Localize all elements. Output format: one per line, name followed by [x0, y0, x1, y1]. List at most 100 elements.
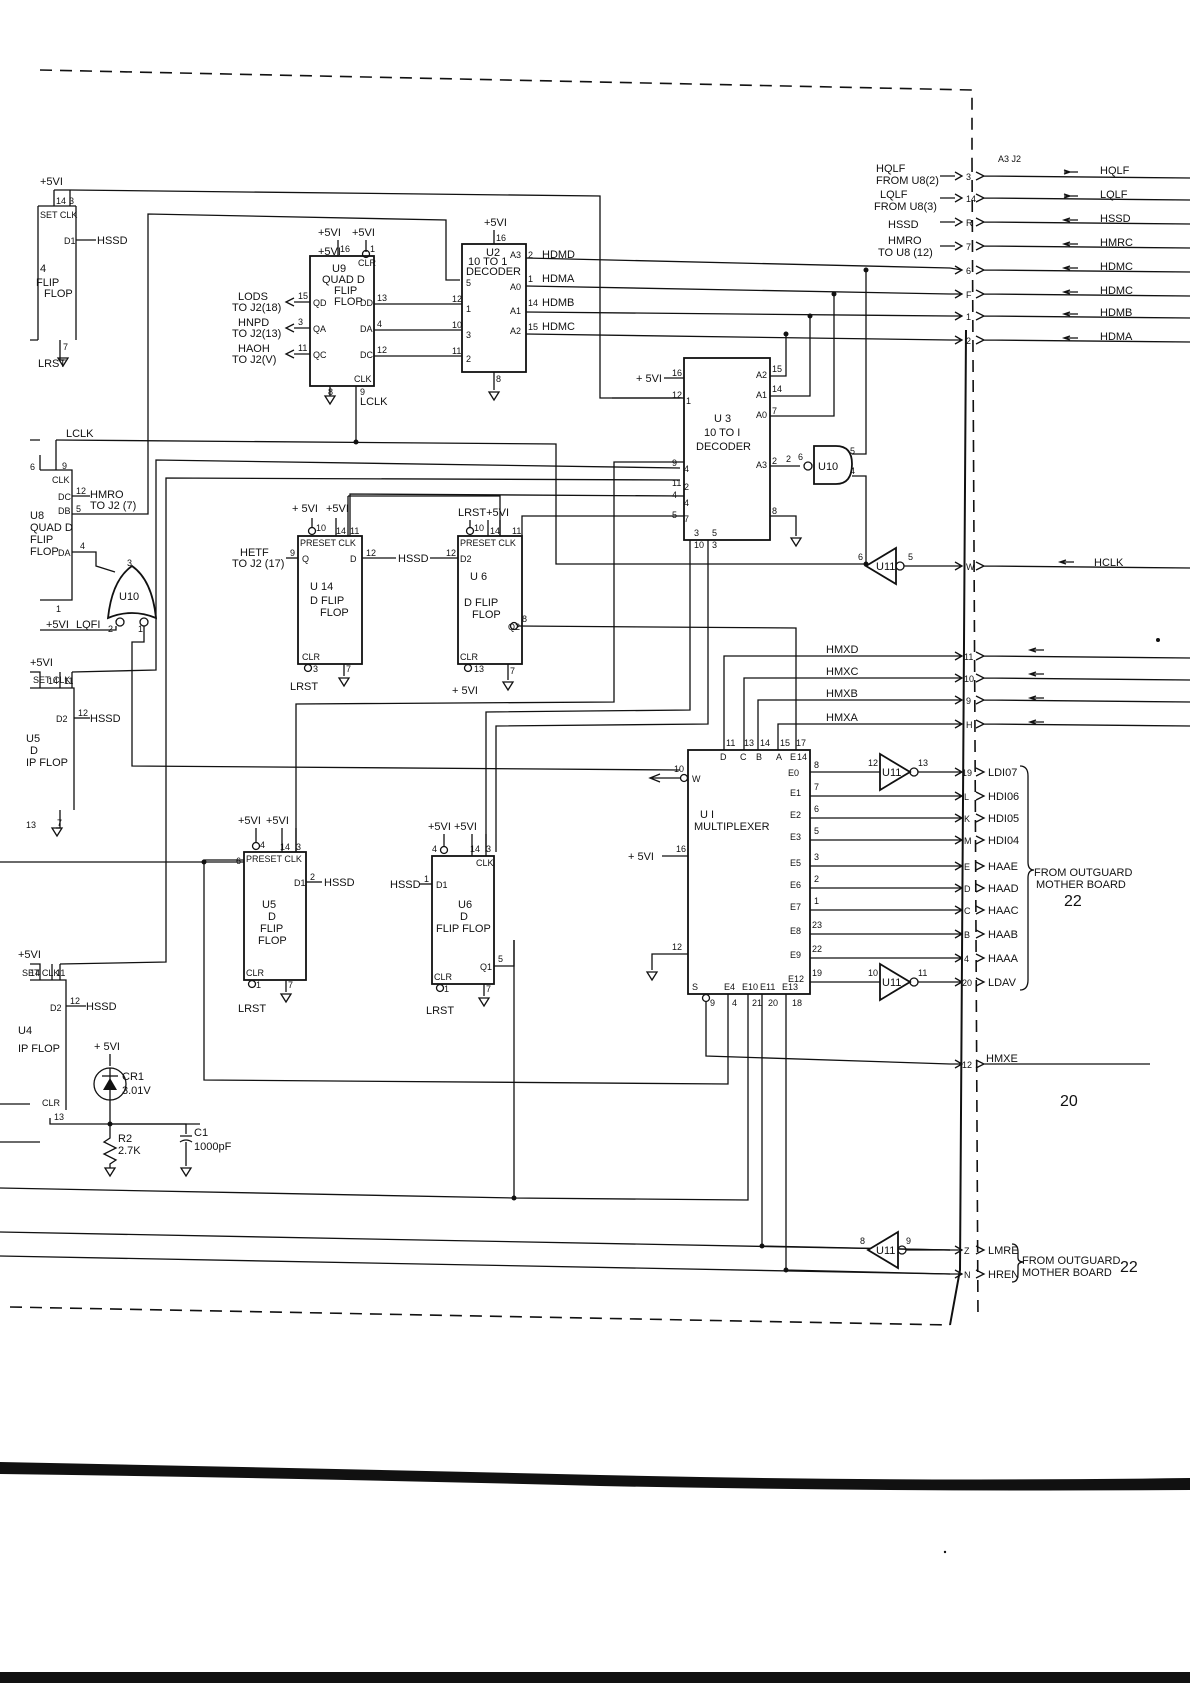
outguard-label: MOTHER BOARD: [1036, 879, 1126, 891]
pin-8: 8: [772, 506, 777, 516]
pin-14: 14: [470, 844, 480, 854]
pin: 14: [966, 194, 976, 204]
input-hmro: HMRO: [888, 235, 922, 247]
pin-11: 11: [672, 478, 681, 488]
chip-u6-lower: +5VI +5VI 4 14 3 CLK D1 1 HSSD U6 D FLIP…: [0, 821, 515, 1199]
net-hssd: HSSD: [97, 235, 128, 247]
preset-clk-label: PRESET CLK: [300, 538, 356, 548]
buffer-u11-20: U11 10 11: [868, 962, 950, 1002]
q-label: Q: [302, 554, 309, 564]
chip-title: 10 TO 1: [468, 256, 507, 268]
input-hssd: HSSD: [888, 219, 919, 231]
a0-label: A0: [756, 410, 767, 420]
buffer-u11-z: U11 8 9: [860, 1230, 950, 1270]
chip-title: 10 TO I: [704, 427, 740, 439]
pin-4: 4: [80, 541, 85, 551]
pin-7: 7: [346, 664, 351, 674]
pin-4: 4: [732, 998, 737, 1008]
clr-label: CLR: [302, 652, 321, 662]
pin: D: [964, 884, 971, 894]
net-hssd: HSSD: [86, 1001, 117, 1013]
d2-label: D2: [50, 1003, 62, 1013]
a1-label: A1: [510, 306, 521, 316]
e6-label: E6: [790, 880, 801, 890]
w-label: W: [692, 774, 701, 784]
pin-2: 2: [814, 874, 819, 884]
clk-label: CLK: [476, 858, 494, 868]
clr-label: CLR: [460, 652, 479, 662]
right-signal: HQLF: [1100, 165, 1130, 177]
gate-name: U10: [818, 461, 838, 473]
pin-7: 7: [288, 980, 293, 990]
supply-label: +5VI: [46, 619, 69, 631]
pin-3: 3: [712, 540, 717, 550]
pin-9: 9: [672, 458, 677, 468]
c1-ref: C1: [194, 1127, 208, 1139]
cr1-supply: + 5VI: [94, 1041, 120, 1053]
supply-label: +5VI: [318, 227, 341, 239]
r2-value: 2.7K: [118, 1145, 141, 1157]
pin: L: [964, 792, 969, 802]
chip-name: U I: [700, 809, 714, 821]
clr-label: CLR: [42, 1098, 61, 1108]
pin-13: 13: [474, 664, 484, 674]
a1-label: A1: [756, 390, 767, 400]
preset-clk-label: PRESET CLK: [246, 854, 302, 864]
e11-label: E11: [760, 982, 775, 992]
supply-label: +5VI: [40, 176, 63, 188]
pin-11: 11: [64, 676, 73, 686]
pin-11: 11: [512, 526, 521, 536]
net-lrst-partial: LRST: [38, 358, 66, 370]
pin-8: 8: [496, 374, 501, 384]
chip-title: FLOP: [44, 288, 73, 300]
connector-j2: A3 J2 HQLF FROM U8(2) LQLF FROM U8(3) HS…: [874, 154, 1190, 1283]
supply-label: + 5VI: [452, 685, 478, 697]
supply-label: +5VI: [454, 821, 477, 833]
net-hssd: HSSD: [390, 879, 421, 891]
pin-13: 13: [744, 738, 754, 748]
pin-2: 2: [528, 250, 533, 260]
pin-18: 18: [792, 998, 802, 1008]
net-hmxa: HMXA: [826, 712, 858, 724]
pin-15: 15: [528, 322, 538, 332]
net-hdma: HDMA: [542, 273, 575, 285]
outguard-signal: LDI07: [988, 767, 1017, 779]
pin: 3: [966, 172, 971, 182]
e-label: E: [790, 752, 796, 762]
a0-label: A0: [510, 282, 521, 292]
chip-title: 4: [40, 263, 46, 275]
connector-hmxe: 12 20: [950, 1059, 1150, 1110]
page-ref-22: 22: [1064, 893, 1082, 910]
net-hmxb: HMXB: [826, 688, 858, 700]
pin-5: 5: [498, 954, 503, 964]
pin-13: 13: [54, 1112, 64, 1122]
pin-10: 10: [452, 320, 462, 330]
gate-u10-or: U10 3 2 1 +5VI LQFI: [40, 558, 681, 771]
r2-ref: R2: [118, 1133, 132, 1145]
pin-10: 10: [474, 523, 484, 533]
pin-12: 12: [672, 390, 682, 400]
pin-1: 1: [466, 304, 471, 314]
pin: 7: [966, 242, 971, 252]
pin: N: [964, 1270, 971, 1280]
supply-label: LRST+5VI: [458, 507, 509, 519]
e7-label: E7: [790, 902, 801, 912]
e8-label: E8: [790, 926, 801, 936]
supply-label: +5VI: [30, 657, 53, 669]
supply-label: + 5VI: [636, 373, 662, 385]
net-hdmd: HDMD: [542, 249, 575, 261]
supply-label: + 5VI: [292, 503, 318, 515]
input-from-u8-3: FROM U8(3): [874, 201, 937, 213]
pin-3: 3: [69, 196, 74, 206]
pin-12: 12: [70, 996, 80, 1006]
pin-19: 19: [812, 968, 822, 978]
supply-label: +5VI: [18, 949, 41, 961]
net-lclk: LCLK: [360, 396, 388, 408]
outguard-signal: HDI06: [988, 791, 1019, 803]
pin: W: [966, 562, 975, 572]
frame: [0, 69, 1190, 1683]
pin-11: 11: [726, 738, 735, 748]
pin-9: 9: [360, 387, 365, 397]
net-hssd: HSSD: [324, 877, 355, 889]
input-from-u8-2: FROM U8(2): [876, 175, 939, 187]
